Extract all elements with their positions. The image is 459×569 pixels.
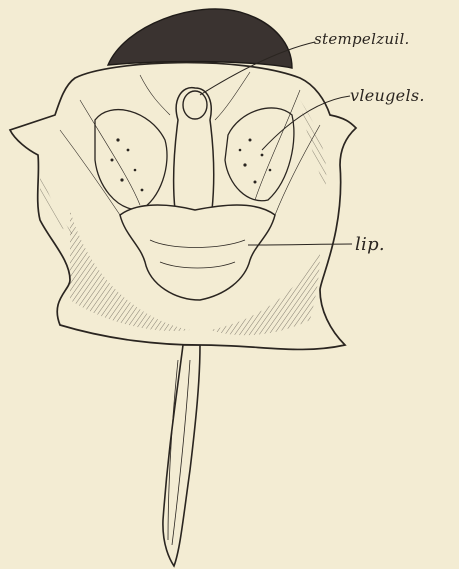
label-lip: lip.: [355, 234, 385, 255]
flower-stem: [163, 345, 200, 566]
anther-cap: [183, 91, 207, 119]
dark-upper-hood: [108, 9, 292, 68]
label-stempelzuil: stempelzuil.: [314, 30, 410, 48]
label-vleugels: vleugels.: [350, 86, 425, 105]
